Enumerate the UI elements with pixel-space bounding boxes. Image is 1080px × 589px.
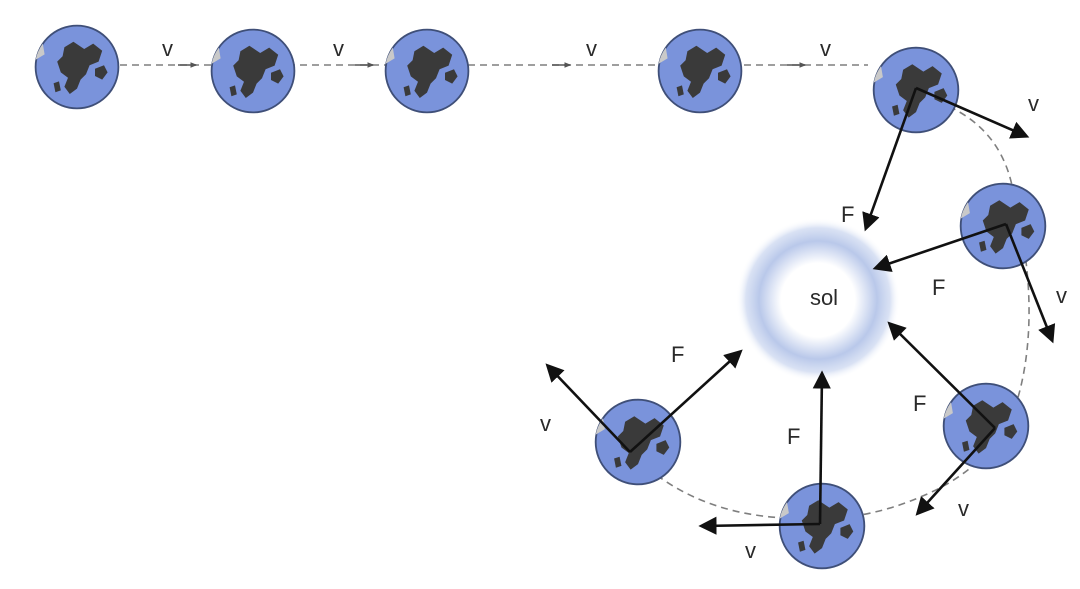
force-arrow-3 [887,321,996,429]
earth-orbit-5 [594,398,682,486]
velocity-label: v [958,496,969,521]
earth-linear-4 [657,28,743,114]
velocity-label: v [1056,283,1067,308]
vector-labels: v v v v v v v v v F F F F F [162,36,1067,563]
velocity-arrow-2 [1004,223,1056,344]
force-arrow-2 [872,222,1007,272]
velocity-arrow-5 [545,363,631,453]
earth-orbit-3 [942,382,1030,470]
velocity-label: v [540,411,551,436]
force-arrow-1 [862,87,918,232]
velocity-label: v [745,538,756,563]
velocity-label: v [333,36,344,61]
force-arrow-4 [812,370,831,525]
force-label: F [671,342,684,367]
vector-arrows [545,86,1056,535]
velocity-arrow-4 [698,516,821,535]
force-label: F [787,424,800,449]
velocity-arrow-3 [915,427,996,516]
earth-linear-1 [34,24,120,110]
sun: sol [736,218,900,382]
earth-linear-3 [384,28,470,114]
force-label: F [913,391,926,416]
earth-linear-2 [210,28,296,114]
velocity-label: v [1028,91,1039,116]
velocity-arrow-1 [915,86,1030,139]
velocity-label: v [162,36,173,61]
velocity-label: v [820,36,831,61]
velocity-label: v [586,36,597,61]
force-label: F [932,275,945,300]
earth-orbit-4 [778,482,866,570]
force-arrow-5 [629,349,743,453]
force-label: F [841,202,854,227]
sun-label: sol [810,285,838,310]
